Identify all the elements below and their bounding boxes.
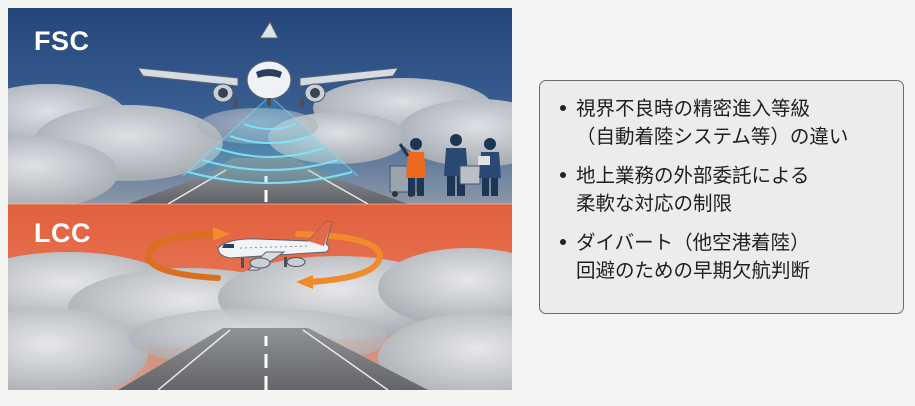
bullet-text-line: 回避のための早期欠航判断 [576, 259, 811, 282]
info-box: 視界不良時の精密進入等級 （自動着陸システム等）の違い 地上業務の外部委託による… [539, 80, 904, 314]
bullet-text-line: 視界不良時の精密進入等級 [576, 97, 811, 120]
bullet-text-line: ダイバート（他空港着陸） [576, 231, 810, 254]
lcc-label: LCC [34, 218, 91, 248]
radar-beam-icon [182, 95, 359, 185]
lcc-panel [8, 204, 512, 390]
bullet-item: 視界不良時の精密進入等級 （自動着陸システム等）の違い [556, 95, 887, 151]
bullet-dot [560, 239, 566, 245]
bullet-text-line: （自動着陸システム等）の違い [576, 125, 849, 148]
illustration [8, 8, 512, 390]
fsc-panel [8, 8, 512, 204]
fsc-clouds [8, 78, 512, 204]
bullet-dot [560, 105, 566, 111]
lcc-runway [118, 328, 428, 390]
fsc-label: FSC [34, 26, 90, 56]
bullet-item: 地上業務の外部委託による 柔軟な対応の制限 [556, 162, 887, 218]
bullet-text-line: 柔軟な対応の制限 [576, 192, 733, 215]
bullet-dot [560, 172, 566, 178]
bullet-text-line: 地上業務の外部委託による [576, 164, 810, 187]
airliner-icon [217, 221, 333, 271]
bullet-item: ダイバート（他空港着陸） 回避のための早期欠航判断 [556, 229, 887, 285]
airliner-icon [137, 20, 399, 108]
ground-crew-icon [389, 134, 501, 197]
circling-arrows-icon [144, 231, 384, 285]
